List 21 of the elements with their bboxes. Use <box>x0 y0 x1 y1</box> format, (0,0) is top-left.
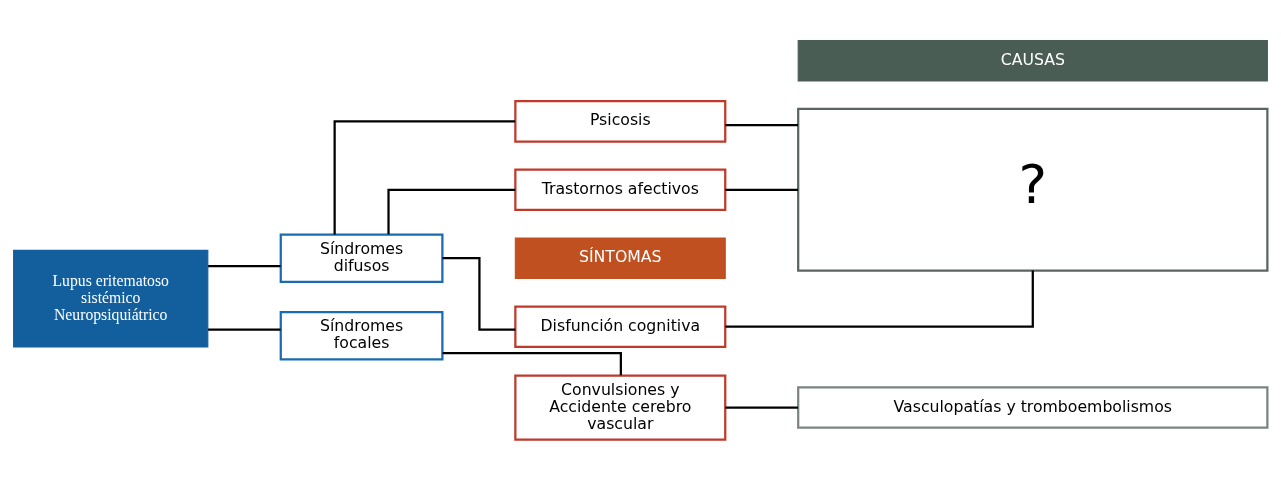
node-box: Vasculopatías y tromboembolismos <box>797 386 1269 429</box>
node-box: CAUSAS <box>797 39 1268 82</box>
node-box: Trastornos afectivos <box>514 168 727 212</box>
node-box: Convulsiones y Accidente cerebro vascular <box>514 374 727 441</box>
node-box: Disfunción cognitiva <box>514 305 727 349</box>
connector <box>333 120 516 235</box>
node-box: ? <box>797 107 1269 272</box>
connector <box>725 124 798 127</box>
connector <box>725 406 798 409</box>
connector <box>725 270 1034 328</box>
node-box: SÍNTOMAS <box>514 237 726 279</box>
connector <box>442 351 622 376</box>
node-box: Síndromes difusos <box>279 233 444 283</box>
node-box: Psicosis <box>514 99 727 143</box>
connector <box>208 265 281 268</box>
connector <box>387 188 516 235</box>
node-box: Síndromes focales <box>279 311 444 361</box>
connector <box>725 188 798 191</box>
connector <box>442 257 516 331</box>
connector <box>208 328 281 331</box>
node-box: Lupus eritematoso sistémico Neuropsiquiátrico <box>13 249 209 348</box>
